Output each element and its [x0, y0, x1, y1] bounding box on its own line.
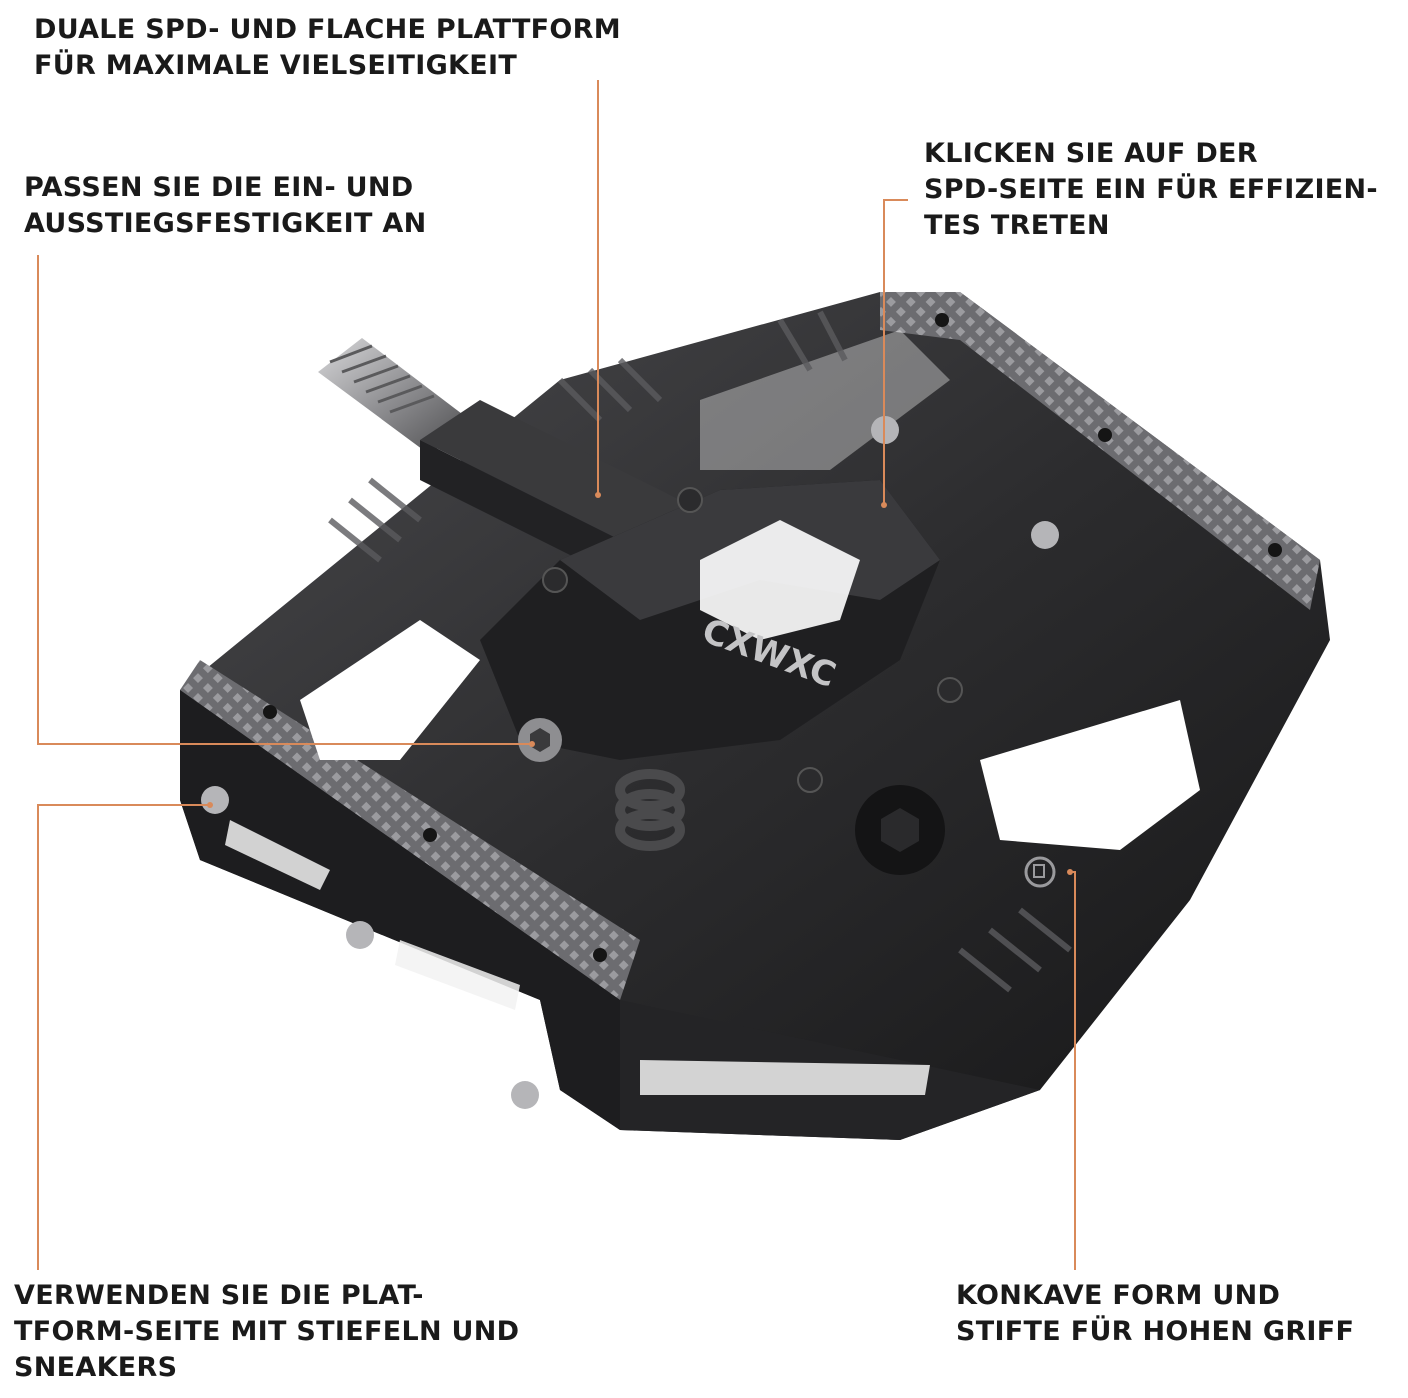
spd-clip-mechanism: CXWXC	[480, 480, 963, 875]
callout-flat-side: VERWENDEN SIE DIE PLAT- TFORM-SEITE MIT …	[14, 1278, 519, 1386]
callout-grip: KONKAVE FORM UND STIFTE FÜR HOHEN GRIFF	[956, 1278, 1354, 1350]
callout-flat-side-line-1: VERWENDEN SIE DIE PLAT-	[14, 1280, 424, 1311]
callout-click-in-line-2: SPD-SEITE EIN FÜR EFFIZIEN-	[924, 174, 1378, 205]
callout-click-in-line-1: KLICKEN SIE AUF DER	[924, 138, 1258, 169]
callout-platform-line-1: DUALE SPD- UND FLACHE PLATTFORM	[34, 14, 621, 45]
callout-tension-line-2: AUSSTIEGSFESTIGKEIT AN	[24, 208, 427, 239]
callout-grip-line-1: KONKAVE FORM UND	[956, 1280, 1281, 1311]
callout-click-in: KLICKEN SIE AUF DER SPD-SEITE EIN FÜR EF…	[924, 136, 1378, 244]
badge-icon	[1024, 856, 1056, 888]
callout-grip-line-2: STIFTE FÜR HOHEN GRIFF	[956, 1316, 1355, 1347]
callout-flat-side-line-2: TFORM-SEITE MIT STIEFELN UND	[14, 1316, 520, 1347]
callout-tension-line-1: PASSEN SIE DIE EIN- UND	[24, 172, 414, 203]
callout-platform: DUALE SPD- UND FLACHE PLATTFORM FÜR MAXI…	[34, 12, 621, 84]
callout-platform-line-2: FÜR MAXIMALE VIELSEITIGKEIT	[34, 50, 518, 81]
callout-click-in-line-3: TES TRETEN	[924, 210, 1110, 241]
callout-tension: PASSEN SIE DIE EIN- UND AUSSTIEGSFESTIGK…	[24, 170, 426, 242]
callout-flat-side-line-3: SNEAKERS	[14, 1352, 178, 1383]
